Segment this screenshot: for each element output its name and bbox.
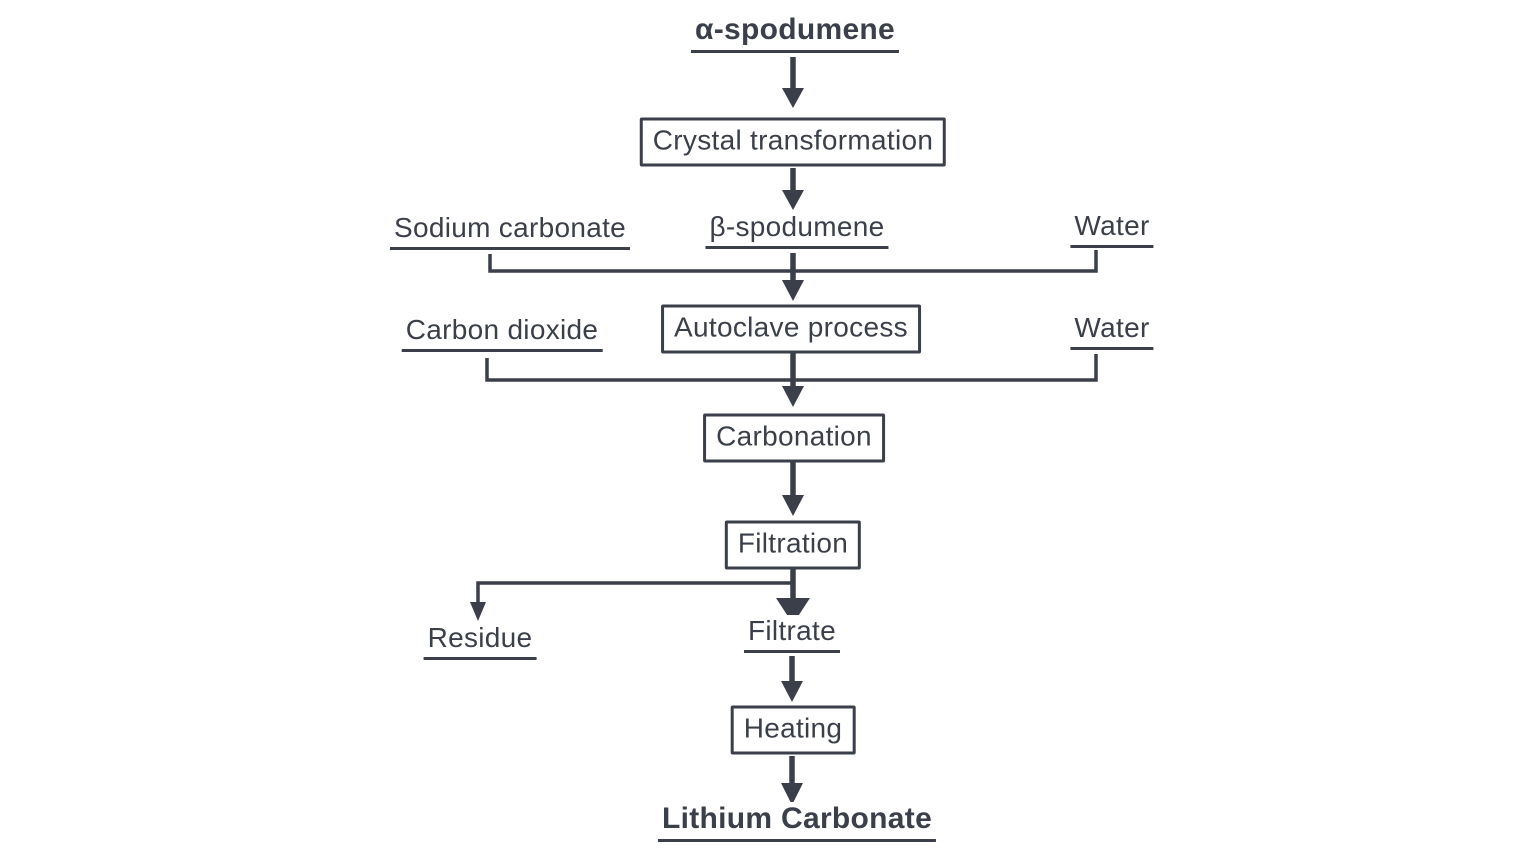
node-crystal-transformation: Crystal transformation [639,117,947,167]
arrow-filtration-to-filtrate [776,569,810,624]
node-autoclave-process-label: Autoclave process [674,311,908,343]
connector-co2-water-to-carbonation [485,354,1098,382]
node-alpha-spodumene-label: α-spodumene [690,13,900,53]
node-water-mid: Water [1070,312,1154,350]
node-residue-label: Residue [423,622,537,660]
node-beta-spodumene-label: β-spodumene [705,211,889,249]
arrow-filtrate-to-heating [781,656,803,702]
connector-sodium-water-to-autoclave [488,250,1098,273]
arrow-carbonation-to-filtration [782,462,804,516]
node-beta-spodumene: β-spodumene [705,211,889,249]
node-heating: Heating [730,705,856,755]
node-residue: Residue [423,622,537,660]
node-water-mid-label: Water [1070,312,1154,350]
arrow-alpha-to-crystal [782,57,804,108]
node-water-top: Water [1070,210,1154,248]
node-crystal-transformation-label: Crystal transformation [652,124,934,156]
node-lithium-carbonate: Lithium Carbonate [657,802,937,842]
node-water-top-label: Water [1070,210,1154,248]
node-sodium-carbonate: Sodium carbonate [389,212,631,250]
node-lithium-carbonate-label: Lithium Carbonate [657,802,937,842]
node-carbonation: Carbonation [703,413,885,463]
node-filtration-label: Filtration [737,527,849,559]
node-alpha-spodumene: α-spodumene [690,13,900,53]
node-filtration: Filtration [724,520,862,570]
node-filtrate: Filtrate [744,615,840,653]
node-sodium-carbonate-label: Sodium carbonate [389,212,631,250]
node-carbon-dioxide-label: Carbon dioxide [401,314,603,352]
arrow-autoclave-to-carbonation [782,353,804,407]
node-filtrate-label: Filtrate [744,615,840,653]
arrow-crystal-to-beta [782,168,804,210]
node-heating-label: Heating [743,712,843,744]
node-carbon-dioxide: Carbon dioxide [401,314,603,352]
node-autoclave-process: Autoclave process [661,304,921,354]
arrow-heating-to-lithium [781,756,803,805]
arrow-filtration-to-residue [470,581,791,621]
arrow-beta-to-autoclave [782,253,804,301]
node-carbonation-label: Carbonation [716,420,872,452]
